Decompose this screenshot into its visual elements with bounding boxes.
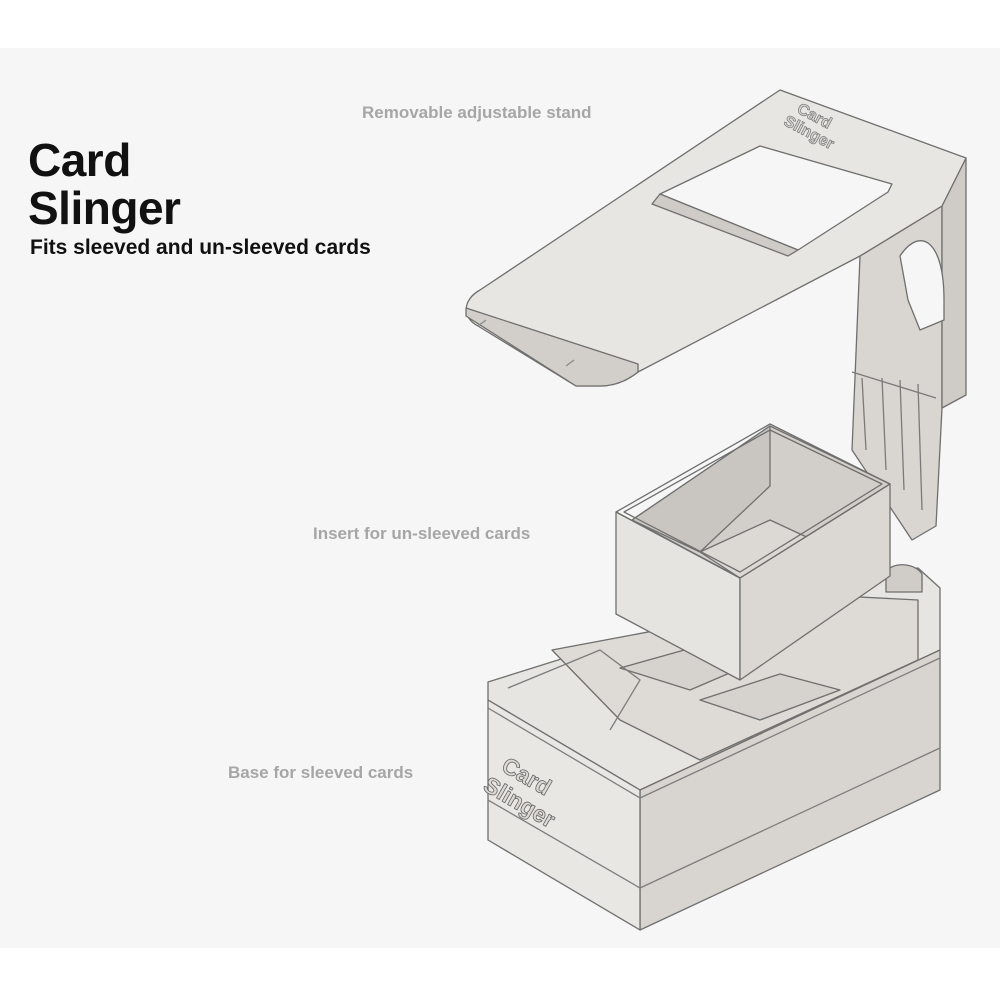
- base-for-sleeved-cards: [487, 564, 941, 931]
- title-line-1: Card: [28, 134, 131, 186]
- insert-for-unsleeved-cards: [615, 423, 891, 681]
- stand-label: Removable adjustable stand: [362, 103, 592, 122]
- base-label: Base for sleeved cards: [228, 763, 414, 782]
- insert-label: Insert for un-sleeved cards: [313, 524, 531, 543]
- title-line-2: Slinger: [28, 182, 181, 234]
- product-subtitle: Fits sleeved and un-sleeved cards: [30, 236, 371, 259]
- product-title: Card Slinger: [28, 134, 181, 234]
- removable-stand: [465, 89, 967, 541]
